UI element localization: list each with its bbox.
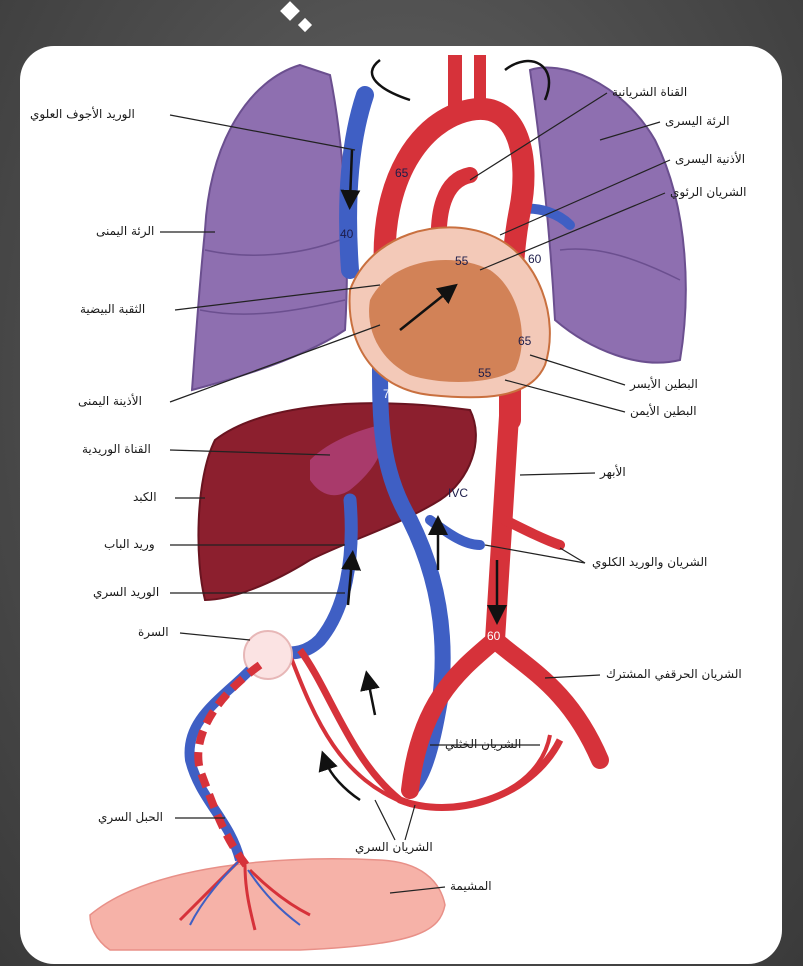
sat-descending-aorta: 60 [528,252,542,266]
label-right-atrium: الأذينة اليمنى [78,394,142,408]
label-superior-vena-cava: الوريد الأجوف العلوي [30,107,135,121]
label-left-lung: الرئة اليسرى [665,114,730,128]
flow-arrow-lung-loop-left [372,60,410,100]
label-umbilical-cord: الحبل السري [98,810,163,824]
ivc-label: IVC [448,486,468,500]
label-portal-vein: وريد الباب [104,537,155,551]
renal-artery [505,520,560,545]
sat-ivc-lower: 45 [457,629,471,643]
label-umbilical-arteries: الشريان السري [355,840,433,854]
sat-aorta-arch: 65 [395,166,409,180]
label-ductus-arteriosus: القناة الشريانية [612,85,687,99]
sat-iliac: 60 [487,629,501,643]
sat-ivc-upper: 70 [383,387,397,401]
label-left-ventricle: البطين الأيسر [630,377,698,391]
flow-arrow-curve [325,760,360,800]
label-internal-iliac-artery: الشريان الخثلي [445,737,521,751]
label-umbilical-vein: الوريد السري [93,585,159,599]
sat-left-ventricle: 65 [518,334,532,348]
label-left-atrium: الأذنية اليسرى [675,152,745,166]
placenta-shape [90,859,445,950]
label-common-iliac-artery: الشريان الحرقفي المشترك [606,667,742,681]
right-lung-shape [192,65,347,390]
label-aorta: الأبهر [600,465,626,479]
sat-pulmonary-trunk: 55 [455,254,469,268]
label-placenta: المشيمة [450,879,492,893]
flow-arrow-return [368,680,375,715]
label-right-lung: الرئة اليمنى [96,224,154,238]
label-right-ventricle: البطين الأيمن [630,404,697,418]
sat-right-ventricle: 55 [478,366,492,380]
label-umbilicus: السرة [138,625,169,639]
label-liver: الكبد [133,490,157,504]
label-renal-artery-vein: الشريان والوريد الكلوي [592,555,707,569]
label-ductus-venosus: القناة الوريدية [82,442,151,456]
label-pulmonary-artery: الشريان الرئوي [670,185,746,199]
label-foramen-ovale: الثقبة البيضية [80,302,145,316]
sat-svc: 40 [340,227,354,241]
